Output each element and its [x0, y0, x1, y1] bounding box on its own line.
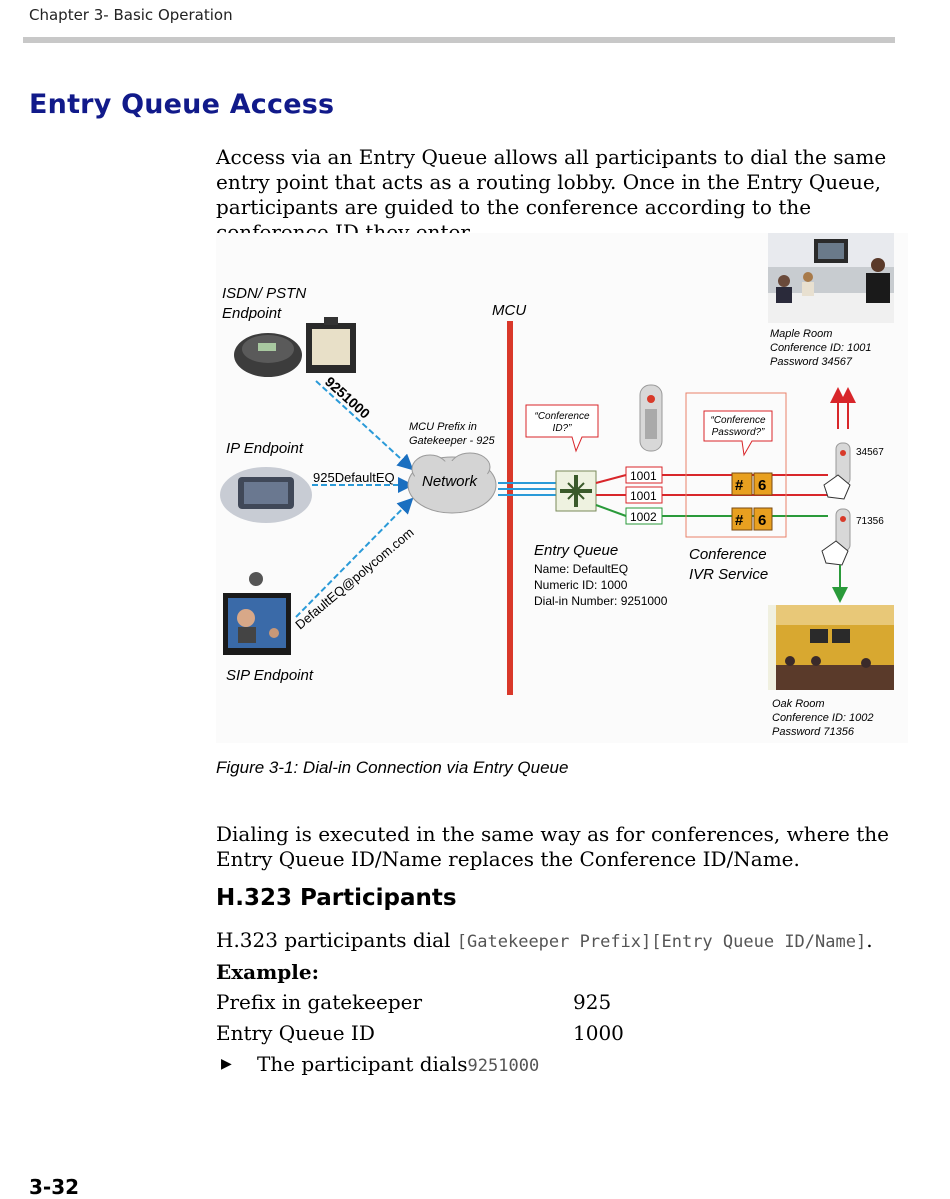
ivr-service-box	[685, 392, 787, 538]
sip-monitor-icon	[223, 572, 291, 655]
entry-queue-name: Name: DefaultEQ	[534, 562, 628, 576]
route-line-c	[595, 504, 627, 517]
svg-text:6: 6	[758, 512, 766, 529]
ivr-label-1: Conference	[689, 546, 767, 563]
oak-room-conf-id: Conference ID: 1002	[772, 712, 874, 724]
id-1002: 1002	[630, 510, 657, 524]
page-title: Entry Queue Access	[29, 89, 335, 120]
keypad-icon-upper: # 6	[731, 472, 773, 496]
svg-text:#: #	[735, 477, 744, 494]
ip-dial-string: 925DefaultEQ	[313, 470, 395, 485]
page-number: 3-32	[29, 1175, 80, 1199]
h323-dial-sentence: H.323 participants dial [Gatekeeper Pref…	[216, 928, 873, 952]
hand-remote-icon-upper	[823, 442, 851, 500]
h323-dial-prefix: H.323 participants dial	[216, 928, 457, 952]
entry-queue-title: Entry Queue	[534, 542, 618, 559]
mcu-label: MCU	[492, 302, 526, 319]
prefix-row-label: Prefix in gatekeeper	[216, 990, 423, 1014]
bullet-text: The participant dials	[257, 1052, 468, 1076]
svg-text:#: #	[735, 512, 744, 529]
oak-room-name: Oak Room	[772, 698, 825, 710]
mcu-prefix-label-2: Gatekeeper - 925	[409, 435, 495, 447]
keypad-icon-lower: # 6	[731, 507, 773, 531]
maple-room-password: Password 34567	[770, 356, 853, 368]
maple-room-photo	[768, 233, 894, 323]
example-label: Example:	[216, 960, 319, 984]
password-71356: 71356	[856, 516, 884, 527]
ip-endpoint-label: IP Endpoint	[226, 440, 304, 457]
entry-queue-numeric-id: Numeric ID: 1000	[534, 578, 628, 592]
password-bubble-line-1: “Conference	[710, 415, 765, 426]
password-bubble	[703, 410, 773, 457]
id-1001-b: 1001	[630, 489, 657, 503]
eq-id-row-value: 1000	[573, 1021, 624, 1045]
h323-dial-suffix: .	[866, 928, 873, 952]
entry-queue-router-icon	[555, 470, 597, 512]
isdn-dial-arrow	[315, 380, 414, 471]
dialing-paragraph: Dialing is executed in the same way as f…	[216, 822, 889, 871]
video-monitor-icon	[306, 317, 356, 373]
conference-id-bubble	[525, 404, 599, 453]
h323-dial-code: [Gatekeeper Prefix][Entry Queue ID/Name]	[456, 932, 867, 952]
conference-phone-icon	[234, 333, 302, 377]
bullet-item: The participant dials9251000	[257, 1052, 539, 1076]
id-1001-a: 1001	[630, 469, 657, 483]
remote-control-icon	[639, 384, 663, 452]
section-heading-h323: H.323 Participants	[216, 885, 457, 911]
figure-caption: Figure 3-1: Dial-in Connection via Entry…	[216, 758, 569, 777]
maple-room-name: Maple Room	[770, 328, 832, 340]
ip-videophone-icon	[220, 467, 312, 523]
bullet-arrow-icon: ▶	[221, 1056, 232, 1072]
sip-dial-arrow	[295, 497, 414, 618]
svg-text:6: 6	[758, 477, 766, 494]
header-rule	[23, 37, 895, 43]
sip-endpoint-label: SIP Endpoint	[226, 667, 314, 684]
isdn-label-1: ISDN/ PSTN	[222, 285, 306, 302]
conference-id-bubble-line-1: “Conference	[534, 411, 589, 422]
intro-paragraph: Access via an Entry Queue allows all par…	[216, 145, 887, 244]
oak-room-photo	[768, 605, 894, 690]
password-bubble-line-2: Password?”	[712, 427, 765, 438]
eq-id-row-label: Entry Queue ID	[216, 1021, 375, 1045]
network-label: Network	[422, 473, 479, 490]
isdn-label-2: Endpoint	[222, 305, 282, 322]
entry-queue-dialin: Dial-in Number: 9251000	[534, 594, 668, 608]
bullet-code: 9251000	[467, 1056, 540, 1076]
entry-queue-diagram: ISDN/ PSTN Endpoint IP Endpoint SIP Endp…	[216, 233, 908, 743]
mcu-prefix-label-1: MCU Prefix in	[409, 421, 477, 433]
ivr-label-2: IVR Service	[689, 566, 768, 583]
network-cloud-icon	[407, 452, 497, 514]
hand-remote-icon-lower	[821, 508, 851, 566]
prefix-row-value: 925	[573, 990, 612, 1014]
oak-room-password: Password 71356	[772, 726, 855, 738]
password-34567: 34567	[856, 447, 884, 458]
route-line-a	[595, 474, 627, 484]
maple-room-conf-id: Conference ID: 1001	[770, 342, 872, 354]
conference-id-bubble-line-2: ID?”	[553, 423, 573, 434]
chapter-header: Chapter 3- Basic Operation	[29, 6, 233, 24]
